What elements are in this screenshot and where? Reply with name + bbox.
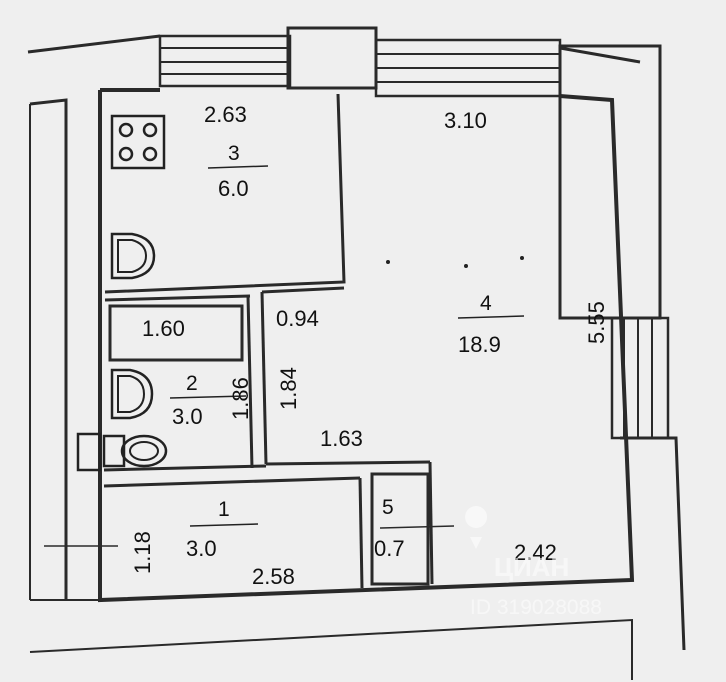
room-4-area: 18.9 <box>458 332 501 357</box>
room-1-length: 1.18 <box>130 531 155 574</box>
room-5-area: 0.7 <box>374 536 405 561</box>
corridor-width: 0.94 <box>276 306 319 331</box>
room-4-number: 4 <box>480 292 492 315</box>
location-pin-icon <box>465 506 488 549</box>
corridor-bottom: 1.63 <box>320 426 363 451</box>
room-3-width: 2.63 <box>204 102 247 127</box>
room-4-length: 5.55 <box>584 301 609 344</box>
room-4-width: 3.10 <box>444 108 487 133</box>
room-5-number: 5 <box>382 496 394 519</box>
room-4-bottom: 2.42 <box>514 540 557 565</box>
watermark-brand: ЦИАН <box>494 552 569 582</box>
toilet-icon <box>76 432 168 472</box>
room-2-length: 1.86 <box>228 377 253 420</box>
room-1-number: 1 <box>218 498 230 521</box>
watermark-id: ID 319028088 <box>470 596 602 619</box>
room-1-area: 3.0 <box>186 536 217 561</box>
room-2-area: 3.0 <box>172 404 203 429</box>
room-3-number: 3 <box>228 142 240 165</box>
stove-icon <box>110 114 166 170</box>
room-3-area: 6.0 <box>218 176 249 201</box>
room-2-width: 1.60 <box>142 316 185 341</box>
washbasin-icon <box>110 368 154 420</box>
walls <box>27 26 686 680</box>
room-2-number: 2 <box>186 372 198 395</box>
room-1-width: 2.58 <box>252 564 295 589</box>
corridor-length: 1.84 <box>276 367 301 410</box>
sink-icon <box>110 232 156 280</box>
watermark: ЦИАН ID 319028088 <box>465 506 602 619</box>
